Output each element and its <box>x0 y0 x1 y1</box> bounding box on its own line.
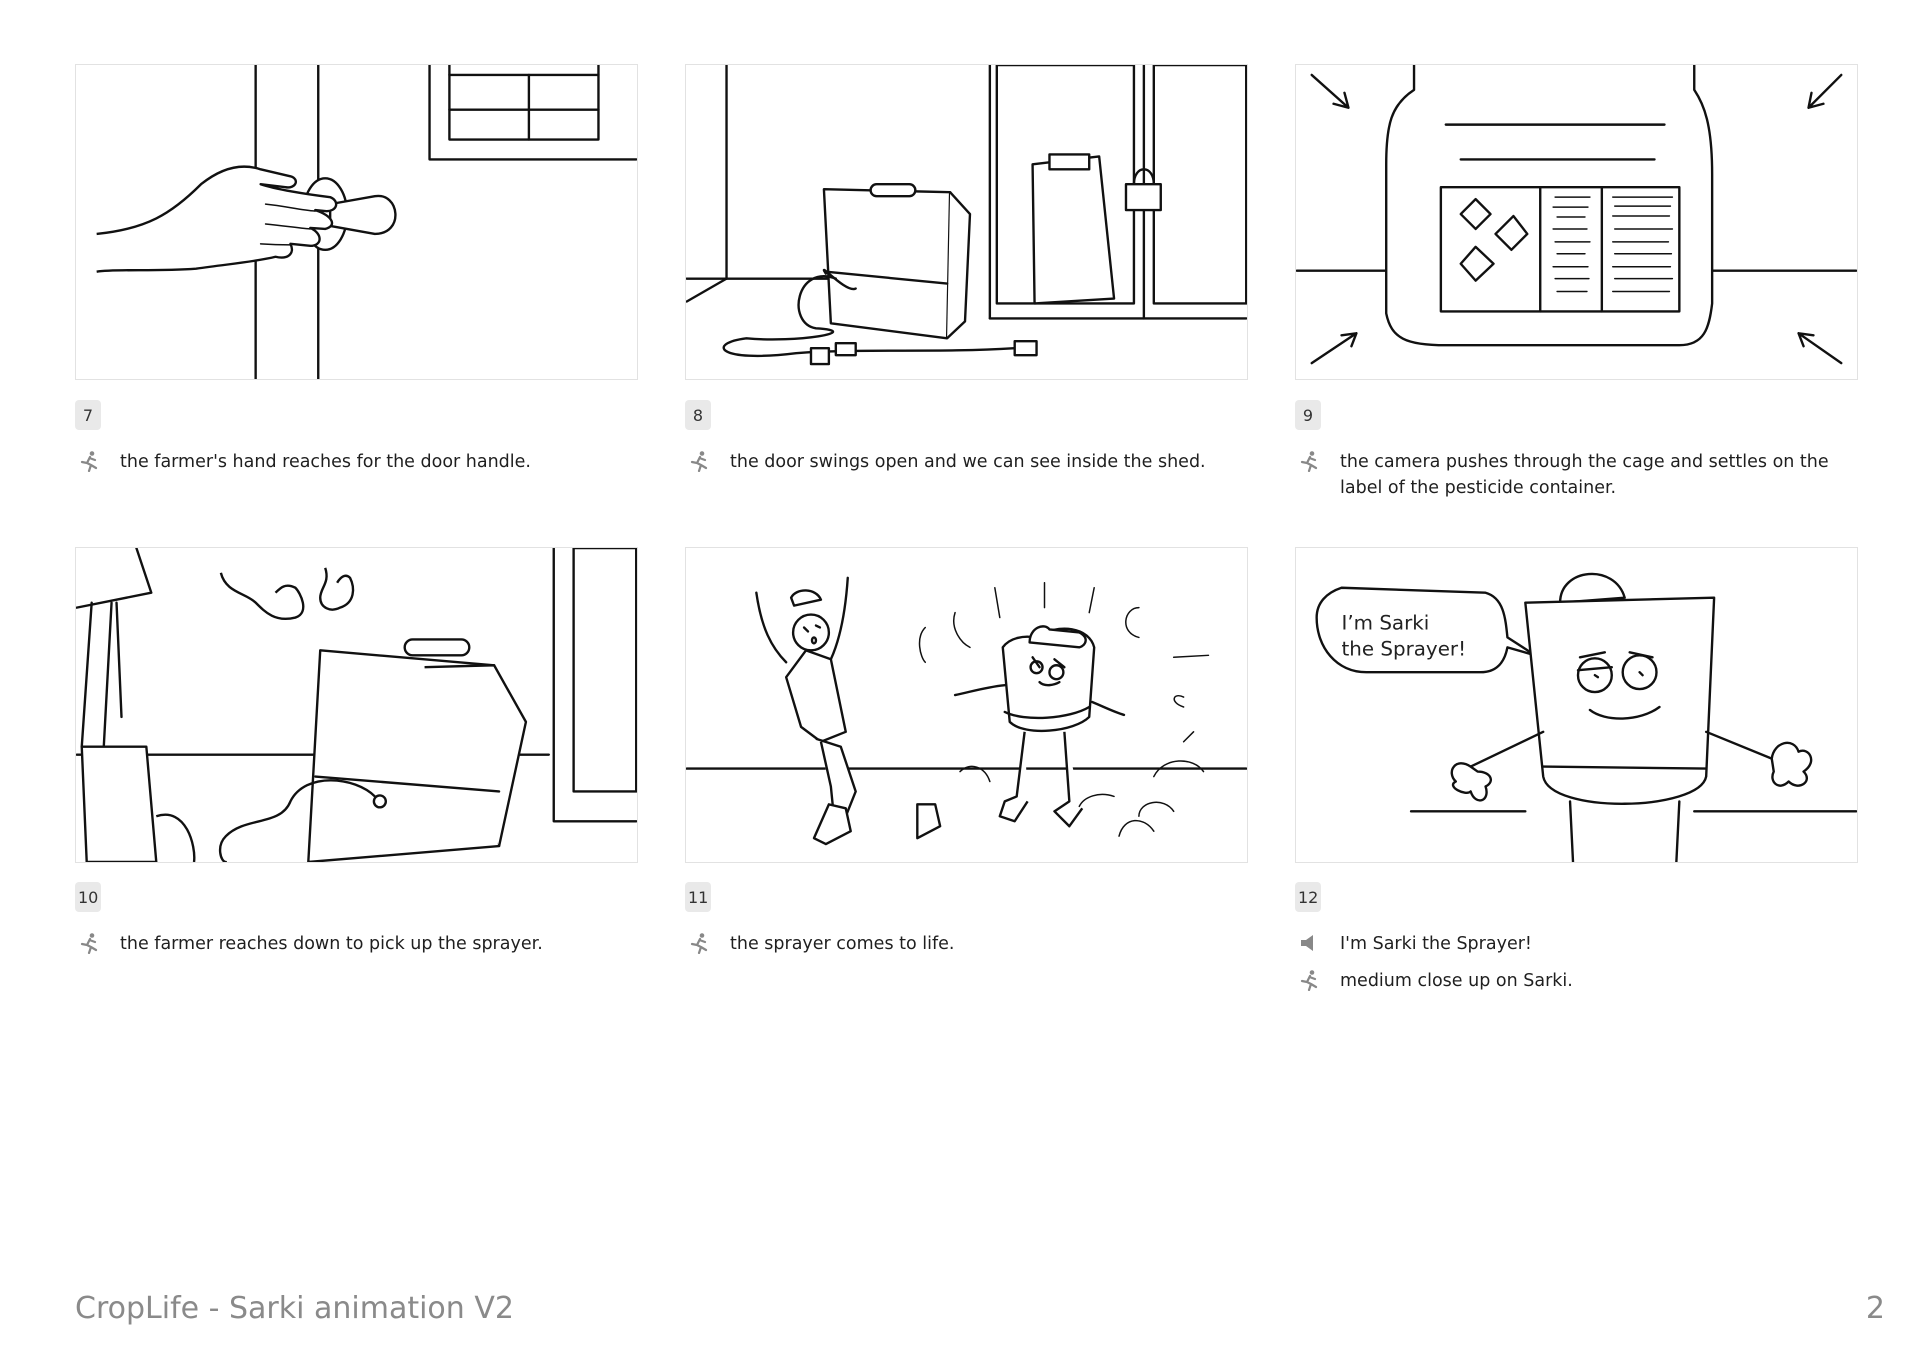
frame-11-sketch <box>685 547 1248 863</box>
action-note: the farmer's hand reaches for the door h… <box>78 449 638 475</box>
action-note: the farmer reaches down to pick up the s… <box>78 931 638 957</box>
page-number: 2 <box>1865 1291 1885 1326</box>
action-icon <box>690 932 708 954</box>
frame-number: 12 <box>1295 882 1322 912</box>
dialogue-speaker-icon <box>1301 935 1313 951</box>
note-text: the farmer reaches down to pick up the s… <box>120 934 543 954</box>
note-text: the farmer's hand reaches for the door h… <box>120 452 531 472</box>
frame-8-sketch <box>685 64 1248 380</box>
note-text: the camera pushes through the cage and s… <box>1340 452 1829 498</box>
action-note: the camera pushes through the cage and s… <box>1298 449 1858 501</box>
action-note: the door swings open and we can see insi… <box>688 449 1248 475</box>
dialogue-note: I'm Sarki the Sprayer! <box>1298 931 1858 957</box>
document-title: CropLife - Sarki animation V2 <box>75 1291 514 1326</box>
frame-number: 11 <box>685 882 712 912</box>
action-note: medium close up on Sarki. <box>1298 968 1858 994</box>
frame-10-sketch <box>75 547 638 863</box>
note-text: the sprayer comes to life. <box>730 934 955 954</box>
frame-number: 9 <box>1295 400 1321 430</box>
note-text: the door swings open and we can see insi… <box>730 452 1206 472</box>
frame-9-sketch <box>1295 64 1858 380</box>
action-note: the sprayer comes to life. <box>688 931 1248 957</box>
frame-number: 10 <box>75 882 102 912</box>
action-icon <box>80 932 98 954</box>
frame-number: 7 <box>75 400 101 430</box>
note-text: I'm Sarki the Sprayer! <box>1340 934 1532 954</box>
action-icon <box>80 450 98 472</box>
action-icon <box>1300 969 1318 991</box>
frame-number: 8 <box>685 400 711 430</box>
action-icon <box>690 450 708 472</box>
note-text: medium close up on Sarki. <box>1340 971 1573 991</box>
frame-7-sketch <box>75 64 638 380</box>
action-icon <box>1300 450 1318 472</box>
